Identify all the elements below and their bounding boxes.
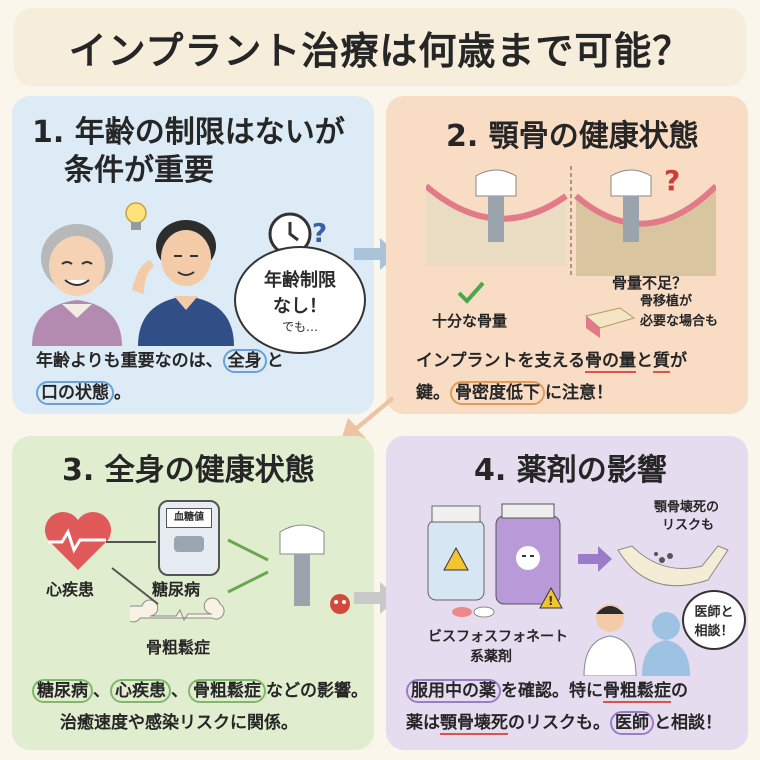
- caption-text: 薬は: [406, 713, 440, 733]
- label-necrosis-line1: 顎骨壊死の: [654, 500, 720, 515]
- caption-text: と: [635, 351, 653, 371]
- panel1-title-line1: 1. 年齢の制限はないが: [32, 115, 345, 150]
- caption-highlight: 口の状態: [36, 381, 114, 405]
- caption-text: に注意！: [545, 383, 613, 403]
- label-necrosis-line2: リスクも: [662, 518, 715, 533]
- check-icon: [457, 281, 485, 304]
- caption-text: 年齢よりも重要なのは、: [36, 351, 223, 371]
- panel1-title-line2: 条件が重要: [64, 153, 214, 188]
- caption-text: と: [266, 351, 284, 371]
- arrow-down-left-icon: [340, 396, 394, 444]
- caption-underline: 骨の量: [584, 351, 636, 373]
- caption-text: の: [671, 681, 688, 701]
- label-graft-line2: 必要な場合も: [640, 314, 719, 329]
- glucose-meter-screen: 血糖値: [166, 508, 212, 528]
- panel3-caption-line1: 糖尿病、心疾患、骨粗鬆症などの影響。: [32, 676, 368, 706]
- label-enough-bone: 十分な骨量: [432, 312, 508, 330]
- elderly-woman-icon: [32, 224, 122, 346]
- caption-text: 、: [171, 681, 188, 701]
- panel1-caption-line2: 口の状態。: [36, 378, 131, 408]
- connector-lines: [106, 541, 159, 605]
- panel2-title: 2. 顎骨の健康状態: [446, 119, 699, 154]
- caption-text: を確認。特に: [501, 681, 603, 701]
- caption-highlight: 糖尿病: [32, 679, 93, 703]
- label-drug-line2: 系薬剤: [470, 649, 512, 665]
- arrows-to-implant: [227, 538, 269, 594]
- advice-bubble: 医師と 相談！: [682, 590, 746, 650]
- panel3-title: 3. 全身の健康状態: [62, 453, 315, 488]
- label-drug-line1: ビスフォスフォネート: [428, 629, 568, 645]
- glucose-meter-icon: 血糖値: [158, 500, 220, 576]
- panel4-title: 4. 薬剤の影響: [474, 453, 667, 488]
- dentist-icon: [132, 220, 234, 346]
- caption-highlight: 医師: [610, 711, 654, 735]
- label-bone-lack: 骨量不足？: [612, 274, 688, 292]
- bubble-line1: 医師と: [694, 605, 734, 620]
- caption-text: が: [669, 351, 687, 371]
- implant-icon: [279, 524, 350, 614]
- panel-systemic-health: 3. 全身の健康状態 心疾患 血糖値 糖尿病 骨粗鬆症 糖尿病、心疾患、骨粗鬆症…: [12, 436, 374, 750]
- caption-text: 。: [114, 383, 131, 403]
- panel4-caption-line2: 薬は顎骨壊死のリスクも。医師と相談！: [406, 708, 722, 738]
- caption-text: のリスクも。: [508, 713, 610, 733]
- bubble-line3: でも…: [281, 319, 318, 334]
- panel1-caption-line1: 年齢よりも重要なのは、全身と: [36, 346, 284, 376]
- label-osteoporosis: 骨粗鬆症: [146, 638, 211, 657]
- panel-jawbone: 2. 顎骨の健康状態 ? 十分な骨量 骨量不足？ 骨移植が 必要な場合も インプ…: [386, 96, 748, 414]
- svg-text:!: !: [548, 594, 553, 608]
- svg-text:?: ?: [664, 166, 680, 197]
- caption-underline: 骨粗鬆症: [603, 681, 671, 703]
- caption-highlight: 全身: [222, 349, 267, 373]
- panel4-caption-line1: 服用中の薬を確認。特に骨粗鬆症の: [406, 676, 688, 706]
- title-bar: インプラント治療は何歳まで可能？: [14, 8, 746, 86]
- warning-icon: !: [539, 586, 563, 609]
- clock-icon: ?: [268, 212, 327, 256]
- caption-highlight: 服用中の薬: [406, 679, 501, 703]
- lightbulb-icon: [125, 202, 147, 230]
- svg-text:?: ?: [312, 219, 327, 249]
- bubble-line2: 相談！: [694, 624, 734, 639]
- jawbone-illustration: ?: [426, 166, 716, 276]
- heart-icon: [44, 511, 112, 570]
- caption-text: インプラントを支える: [416, 351, 585, 371]
- meter-button: [174, 536, 204, 552]
- jaw-necrosis-icon: [617, 545, 729, 587]
- arrow-to-jaw-icon: [578, 546, 612, 572]
- caption-text: 、: [93, 681, 110, 701]
- caption-highlight: 骨粗鬆症: [188, 679, 266, 703]
- label-heart-disease: 心疾患: [46, 580, 95, 599]
- page-title: インプラント治療は何歳まで可能？: [68, 28, 692, 73]
- caption-highlight: 骨密度低下: [450, 381, 545, 405]
- panel3-caption-line2: 治癒速度や感染リスクに関係。: [60, 713, 298, 733]
- caption-text: 鍵。: [416, 383, 450, 403]
- label-graft-line1: 骨移植が: [640, 294, 693, 309]
- caption-underline: 顎骨壊死: [440, 713, 508, 735]
- label-diabetes: 糖尿病: [152, 580, 201, 599]
- panel2-caption-line2: 鍵。骨密度低下に注意！: [416, 378, 613, 408]
- medicine-bottles-icon: [427, 503, 561, 618]
- panel2-caption-line1: インプラントを支える骨の量と質が: [416, 346, 687, 376]
- bubble-line2: なし！: [273, 295, 327, 317]
- caption-highlight: 心疾患: [110, 679, 171, 703]
- caption-underline: 質: [652, 351, 670, 373]
- speech-bubble: 年齢制限 なし！ でも…: [234, 246, 366, 354]
- broken-bone-icon: [130, 597, 225, 623]
- caption-text: などの影響。: [266, 681, 368, 701]
- panel-medication: 4. 薬剤の影響 ! 顎骨壊死の リスクも 医師と 相談！ ビスフォスフォネート…: [386, 436, 748, 750]
- bubble-line1: 年齢制限: [264, 269, 336, 291]
- caption-text: と相談！: [654, 713, 722, 733]
- panel-age-limit: 1. 年齢の制限はないが 条件が重要 ? 年齢制限 なし！ でも… 年齢よりも重…: [12, 96, 374, 414]
- doctor-patient-icon: [583, 604, 690, 676]
- bone-graft-icon: [584, 307, 636, 338]
